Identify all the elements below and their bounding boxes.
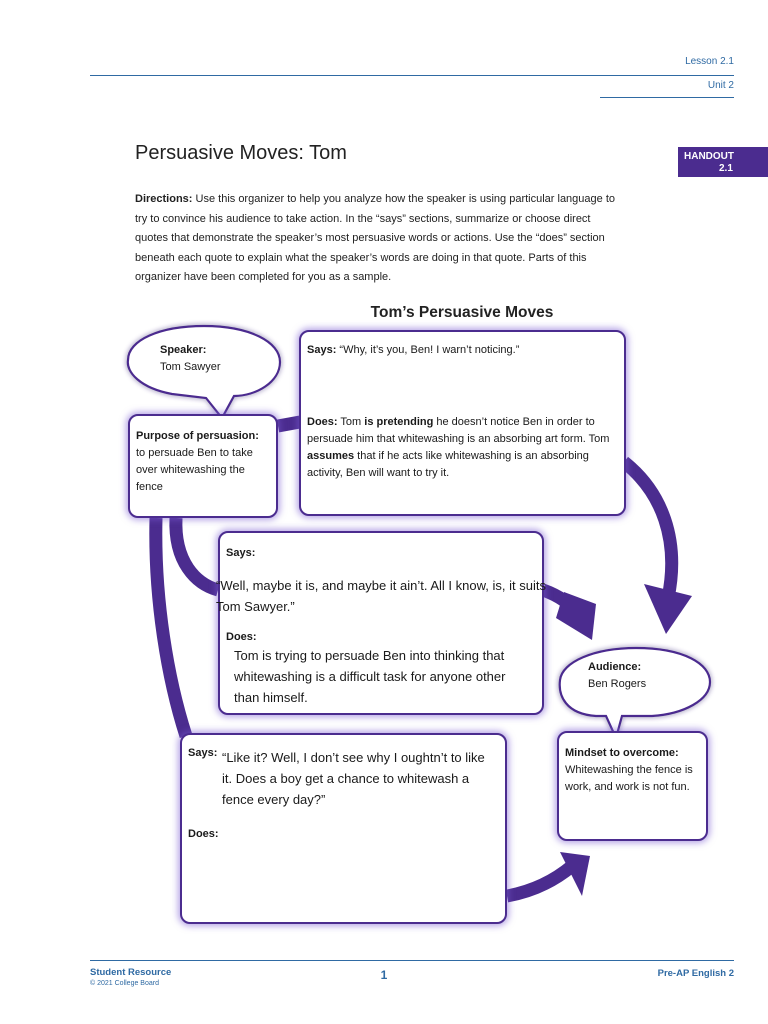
page-title: Persuasive Moves: Tom: [135, 142, 347, 164]
box1-says-text: “Why, it’s you, Ben! I warn’t noticing.”: [336, 344, 520, 356]
arrowhead-mindset: [560, 852, 590, 896]
footer-rule: [90, 960, 734, 961]
arrow-purpose-to-box3: [149, 517, 193, 738]
speaker-bubble: Speaker: Tom Sawyer: [160, 342, 221, 376]
purpose-value: to persuade Ben to take over whitewashin…: [136, 447, 253, 493]
box2-does-text: Tom is trying to persuade Ben into think…: [234, 648, 506, 705]
box1-says-label: Says:: [307, 344, 337, 356]
box1-does-emph-1: is pretending: [364, 416, 434, 428]
audience-bubble-shape: [558, 646, 712, 742]
footer-copyright: © 2021 College Board: [90, 980, 159, 987]
footer-course: Pre-AP English 2: [657, 968, 734, 979]
arrowhead-audience-1: [644, 584, 692, 634]
box1-says: Says: “Why, it’s you, Ben! I warn’t noti…: [307, 342, 616, 414]
box1-does-text-3: that if he acts like whitewashing is an …: [307, 450, 589, 479]
footer-student-resource: Student Resource: [90, 967, 172, 978]
box1-does-text-1: Tom: [337, 416, 365, 428]
handout-tag-line1: HANDOUT: [684, 151, 734, 162]
organizer-title: Tom’s Persuasive Moves: [370, 304, 554, 321]
speaker-value: Tom Sawyer: [160, 361, 221, 373]
audience-bubble: Audience: Ben Rogers: [588, 659, 646, 693]
says-does-box-3: Says: “Like it? Well, I don’t see why I …: [180, 733, 507, 924]
box2-says-text: “Well, maybe it is, and maybe it ain’t. …: [216, 578, 546, 614]
directions-text: Use this organizer to help you analyze h…: [135, 193, 615, 283]
box1-does: Does: Tom is pretending he doesn’t notic…: [307, 414, 616, 482]
box1-does-text-2: he doesn’t notice Ben in order to persua…: [307, 416, 610, 445]
speaker-label: Speaker:: [160, 344, 207, 356]
box1-does-emph-2: assumes: [307, 450, 355, 462]
audience-label: Audience:: [588, 661, 642, 673]
audience-value: Ben Rogers: [588, 678, 647, 690]
directions-label: Directions:: [135, 193, 193, 205]
box3-does-label: Does:: [188, 828, 219, 840]
unit-rule: [600, 97, 734, 98]
arrow-purpose-to-box2: [169, 517, 221, 597]
mindset-value: Whitewashing the fence is work, and work…: [565, 764, 693, 793]
purpose-label: Purpose of persuasion:: [136, 430, 259, 442]
mindset-box: Mindset to overcome: Whitewashing the fe…: [557, 731, 708, 841]
directions: Directions: Use this organizer to help y…: [135, 190, 625, 288]
page-number: 1: [380, 968, 388, 982]
lesson-label: Lesson 2.1: [685, 56, 734, 67]
handout-tag: HANDOUT 2.1: [678, 147, 768, 177]
arrow-box3-to-mindset: [505, 860, 577, 903]
box2-says-label: Says:: [226, 547, 256, 559]
box3-says-text: “Like it? Well, I don’t see why I oughtn…: [222, 750, 485, 807]
box1-does-label: Does:: [307, 416, 338, 428]
arrowhead-audience-2: [556, 592, 596, 640]
box2-does-label: Does:: [226, 631, 257, 643]
unit-label: Unit 2: [707, 80, 734, 91]
says-does-box-2: Says: “Well, maybe it is, and maybe it a…: [216, 531, 546, 715]
purpose-box: Purpose of persuasion: to persuade Ben t…: [128, 414, 278, 518]
arrow-purpose-to-box1: [276, 415, 302, 433]
mindset-label: Mindset to overcome:: [565, 747, 679, 759]
arrow-box1-to-audience: [619, 456, 679, 600]
box3-says-label: Says:: [188, 747, 218, 759]
says-does-box-1: Says: “Why, it’s you, Ben! I warn’t noti…: [299, 330, 626, 516]
header-rule: [90, 75, 734, 76]
handout-tag-line2: 2.1: [719, 163, 733, 174]
